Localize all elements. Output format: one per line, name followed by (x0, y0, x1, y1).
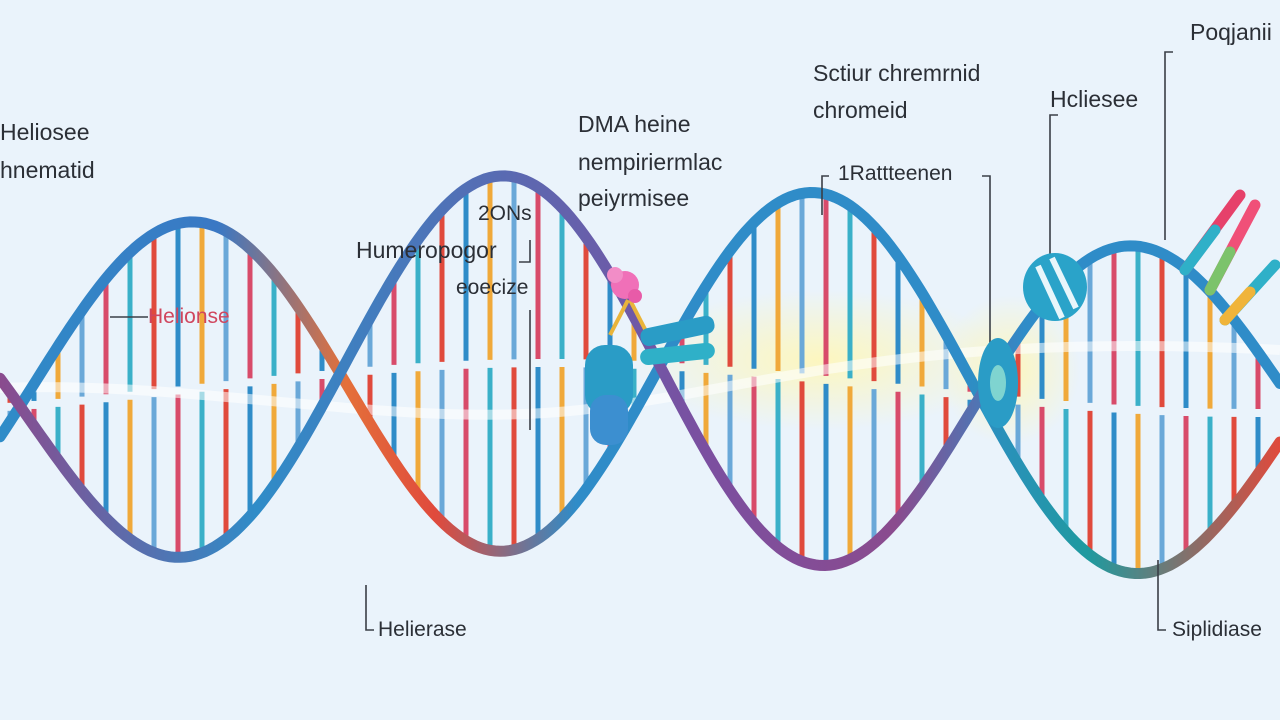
callout-lines (110, 51, 1173, 631)
label-center-small-1: 2ONs (478, 202, 532, 225)
right-protein (1023, 253, 1087, 321)
base-pair-rungs (7, 176, 1261, 574)
label-left-helix: Helionse (148, 305, 230, 328)
helicase-enzyme (978, 338, 1018, 428)
label-chromatid-2: chromeid (813, 97, 908, 123)
label-right-helicase: Hcliesee (1050, 86, 1139, 112)
label-left-top-1: Heliosee (0, 119, 90, 145)
glow-center (630, 290, 1010, 430)
label-bottom-right: Siplidiase (1172, 618, 1262, 641)
label-chromatid-1: Sctiur chremrnid (813, 60, 981, 86)
polymerase-enzyme (585, 267, 715, 445)
label-bottom-center: Helierase (378, 618, 467, 641)
label-left-top-2: hnematid (0, 157, 95, 183)
label-polymerase-3: peiyrmisee (578, 185, 690, 211)
label-polymerase-2: nempiriermlac (578, 149, 723, 175)
label-center-upper: 1Rattteenen (838, 162, 953, 185)
label-polymerase-1: DMA heine (578, 111, 691, 137)
label-center-small-3: eoecize (456, 276, 529, 299)
dna-strand-top (0, 186, 1280, 579)
label-top-right: Poqjanii (1190, 19, 1272, 45)
unwound-strand-ends (1179, 189, 1280, 326)
label-center-small-2: Humeropogor (356, 237, 497, 263)
